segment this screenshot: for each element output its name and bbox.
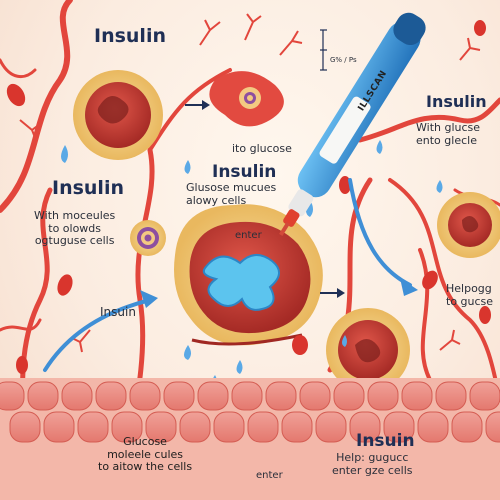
tissue-cell: [247, 411, 279, 443]
tissue-cell: [111, 411, 143, 443]
tissue-cell: [417, 411, 449, 443]
cell-right: [437, 192, 500, 258]
cell-bottom-right: [326, 308, 410, 392]
tissue-cell: [145, 411, 177, 443]
tissue-cell: [265, 381, 297, 411]
tissue-cell: [349, 411, 381, 443]
label-enter-bottom: enter: [256, 470, 283, 481]
tissue-cell: [469, 381, 500, 411]
tissue-cell: [43, 411, 75, 443]
label-insulin-bottom: Insuin: [356, 431, 415, 451]
label-help-bottom: Help: gugucc enter gze cells: [332, 451, 413, 477]
insulin-pen: [279, 12, 426, 237]
tissue-cell: [77, 411, 109, 443]
cell-center-islet: [174, 204, 323, 346]
tissue-cell: [27, 381, 59, 411]
label-bottom-glucose: Glucose moleele cules to aitow the cells: [98, 435, 193, 474]
tissue-cell: [61, 381, 93, 411]
tissue-cell: [485, 411, 500, 443]
tissue-cell: [315, 411, 347, 443]
label-insulin-top: Insulin: [94, 25, 166, 47]
cell-top-left: [73, 70, 163, 160]
cell-small-spiral: [130, 220, 166, 256]
tissue-cell: [401, 381, 433, 411]
tissue-cell: [213, 411, 245, 443]
tissue-cell: [0, 381, 25, 411]
tissue-cell: [9, 411, 41, 443]
tissue-cell: [231, 381, 263, 411]
label-glucose-mucues: Glusose mucues alowy cells: [186, 181, 277, 207]
label-enter-mid: enter: [235, 230, 262, 241]
tissue-cell: [129, 381, 161, 411]
tissue-cell: [163, 381, 195, 411]
tissue-cell: [367, 381, 399, 411]
label-insulin-left: Insulin: [52, 177, 124, 199]
label-insulin-small: Insuin: [100, 305, 136, 319]
tissue-cell: [197, 381, 229, 411]
tissue-cell: [333, 381, 365, 411]
label-insulin-mid: Insulin: [212, 162, 277, 182]
branch-sprigs: [19, 13, 481, 353]
label-ito-glucose: ito glucose: [232, 142, 292, 155]
label-insulin-right: Insulin: [426, 92, 487, 111]
label-scale: G% / Ps: [330, 56, 357, 64]
tissue-band: [0, 378, 500, 500]
label-with-glucose: With glucse ento glecle: [416, 121, 481, 147]
label-helpogg: Helpogg to gucse: [446, 282, 494, 308]
tissue-cell: [95, 381, 127, 411]
scale-ticks: [320, 29, 327, 71]
tissue-cell: [281, 411, 313, 443]
red-blood-cells: [6, 20, 491, 374]
tissue-cell: [451, 411, 483, 443]
tissue-cell: [435, 381, 467, 411]
tissue-cell: [383, 411, 415, 443]
tissue-cell: [299, 381, 331, 411]
cell-top-branched: [209, 71, 284, 127]
label-with-moecules: With moceules to olowds ogtuguse cells: [34, 209, 116, 248]
tissue-cell: [179, 411, 211, 443]
